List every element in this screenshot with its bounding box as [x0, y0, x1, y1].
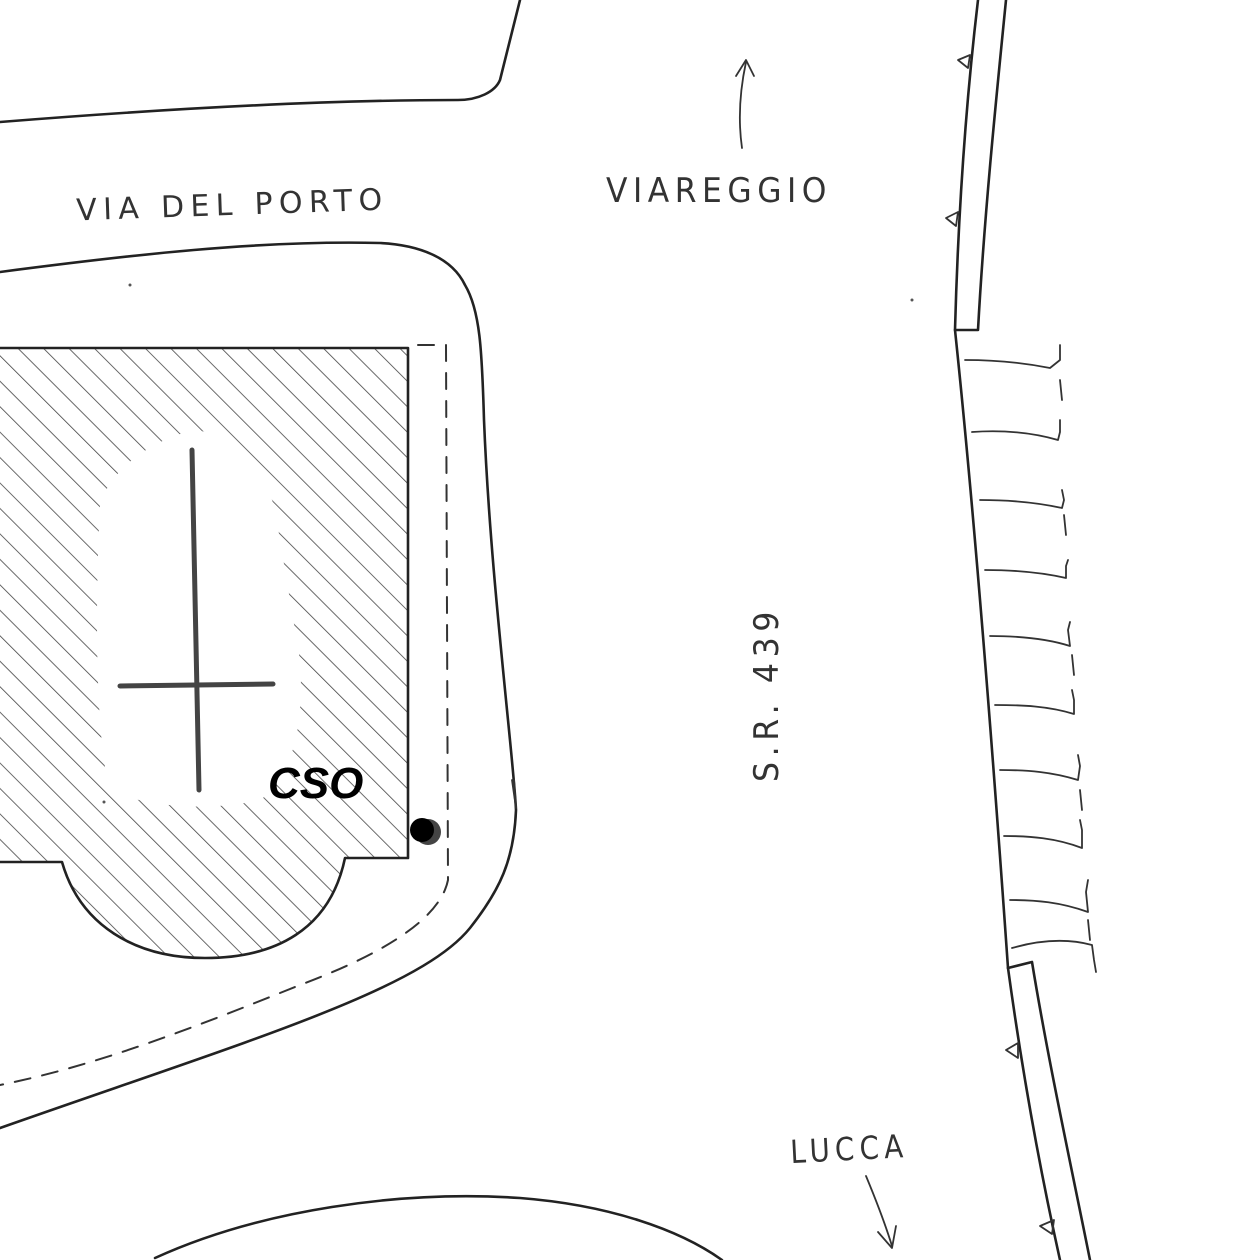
arrow-down-icon: [865, 1175, 897, 1249]
church-building: [0, 346, 410, 960]
street-label-via-del-porto: VIA DEL PORTO: [76, 182, 389, 228]
bridge-stairs: [964, 344, 1097, 973]
direction-label-lucca: LUCCA: [789, 1127, 909, 1171]
cross-icon: [117, 447, 276, 793]
cso-label: CSO: [268, 759, 363, 808]
sidewalk-dashed-line: [0, 344, 450, 1086]
speck: [102, 800, 106, 804]
corner-notch: [511, 779, 517, 809]
road-edge-south: [153, 1194, 724, 1260]
cso-point-icon[interactable]: [410, 818, 441, 845]
arrow-up-icon: [735, 59, 755, 149]
road-label-sr-439: S.R. 439: [747, 606, 787, 782]
block-outline: [0, 241, 518, 1130]
bridge: [945, 0, 1092, 1260]
direction-label-viareggio: VIAREGGIO: [606, 171, 832, 211]
building-outline-north: [0, 0, 522, 124]
speck: [910, 298, 914, 302]
speck: [128, 283, 132, 287]
